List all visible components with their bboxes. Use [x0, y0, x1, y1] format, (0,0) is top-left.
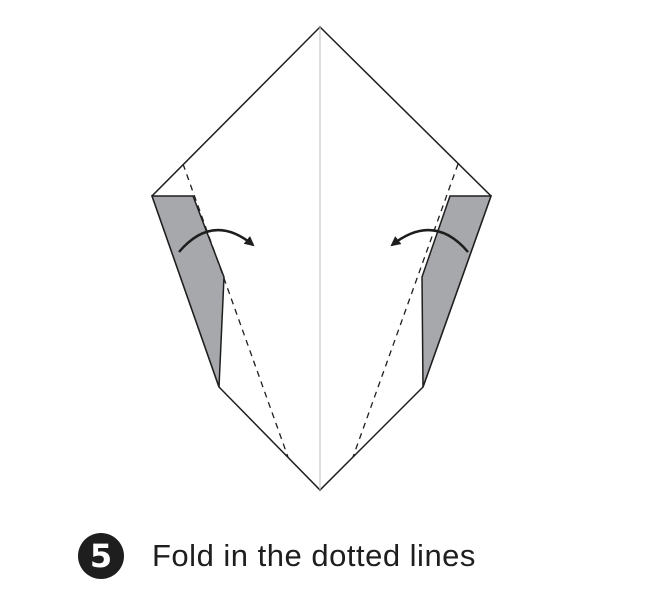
- right-flap: [421, 195, 493, 388]
- step-instruction: Fold in the dotted lines: [152, 538, 476, 573]
- step-number-badge: 5: [78, 533, 124, 579]
- curved-arrow-left-icon: [390, 229, 469, 253]
- step-caption: 5 Fold in the dotted lines: [78, 532, 476, 580]
- left-flap: [150, 195, 225, 388]
- curved-arrow-right-icon: [178, 229, 255, 253]
- right-dotted-fold-line: [352, 163, 459, 458]
- left-dotted-fold-line: [182, 163, 289, 458]
